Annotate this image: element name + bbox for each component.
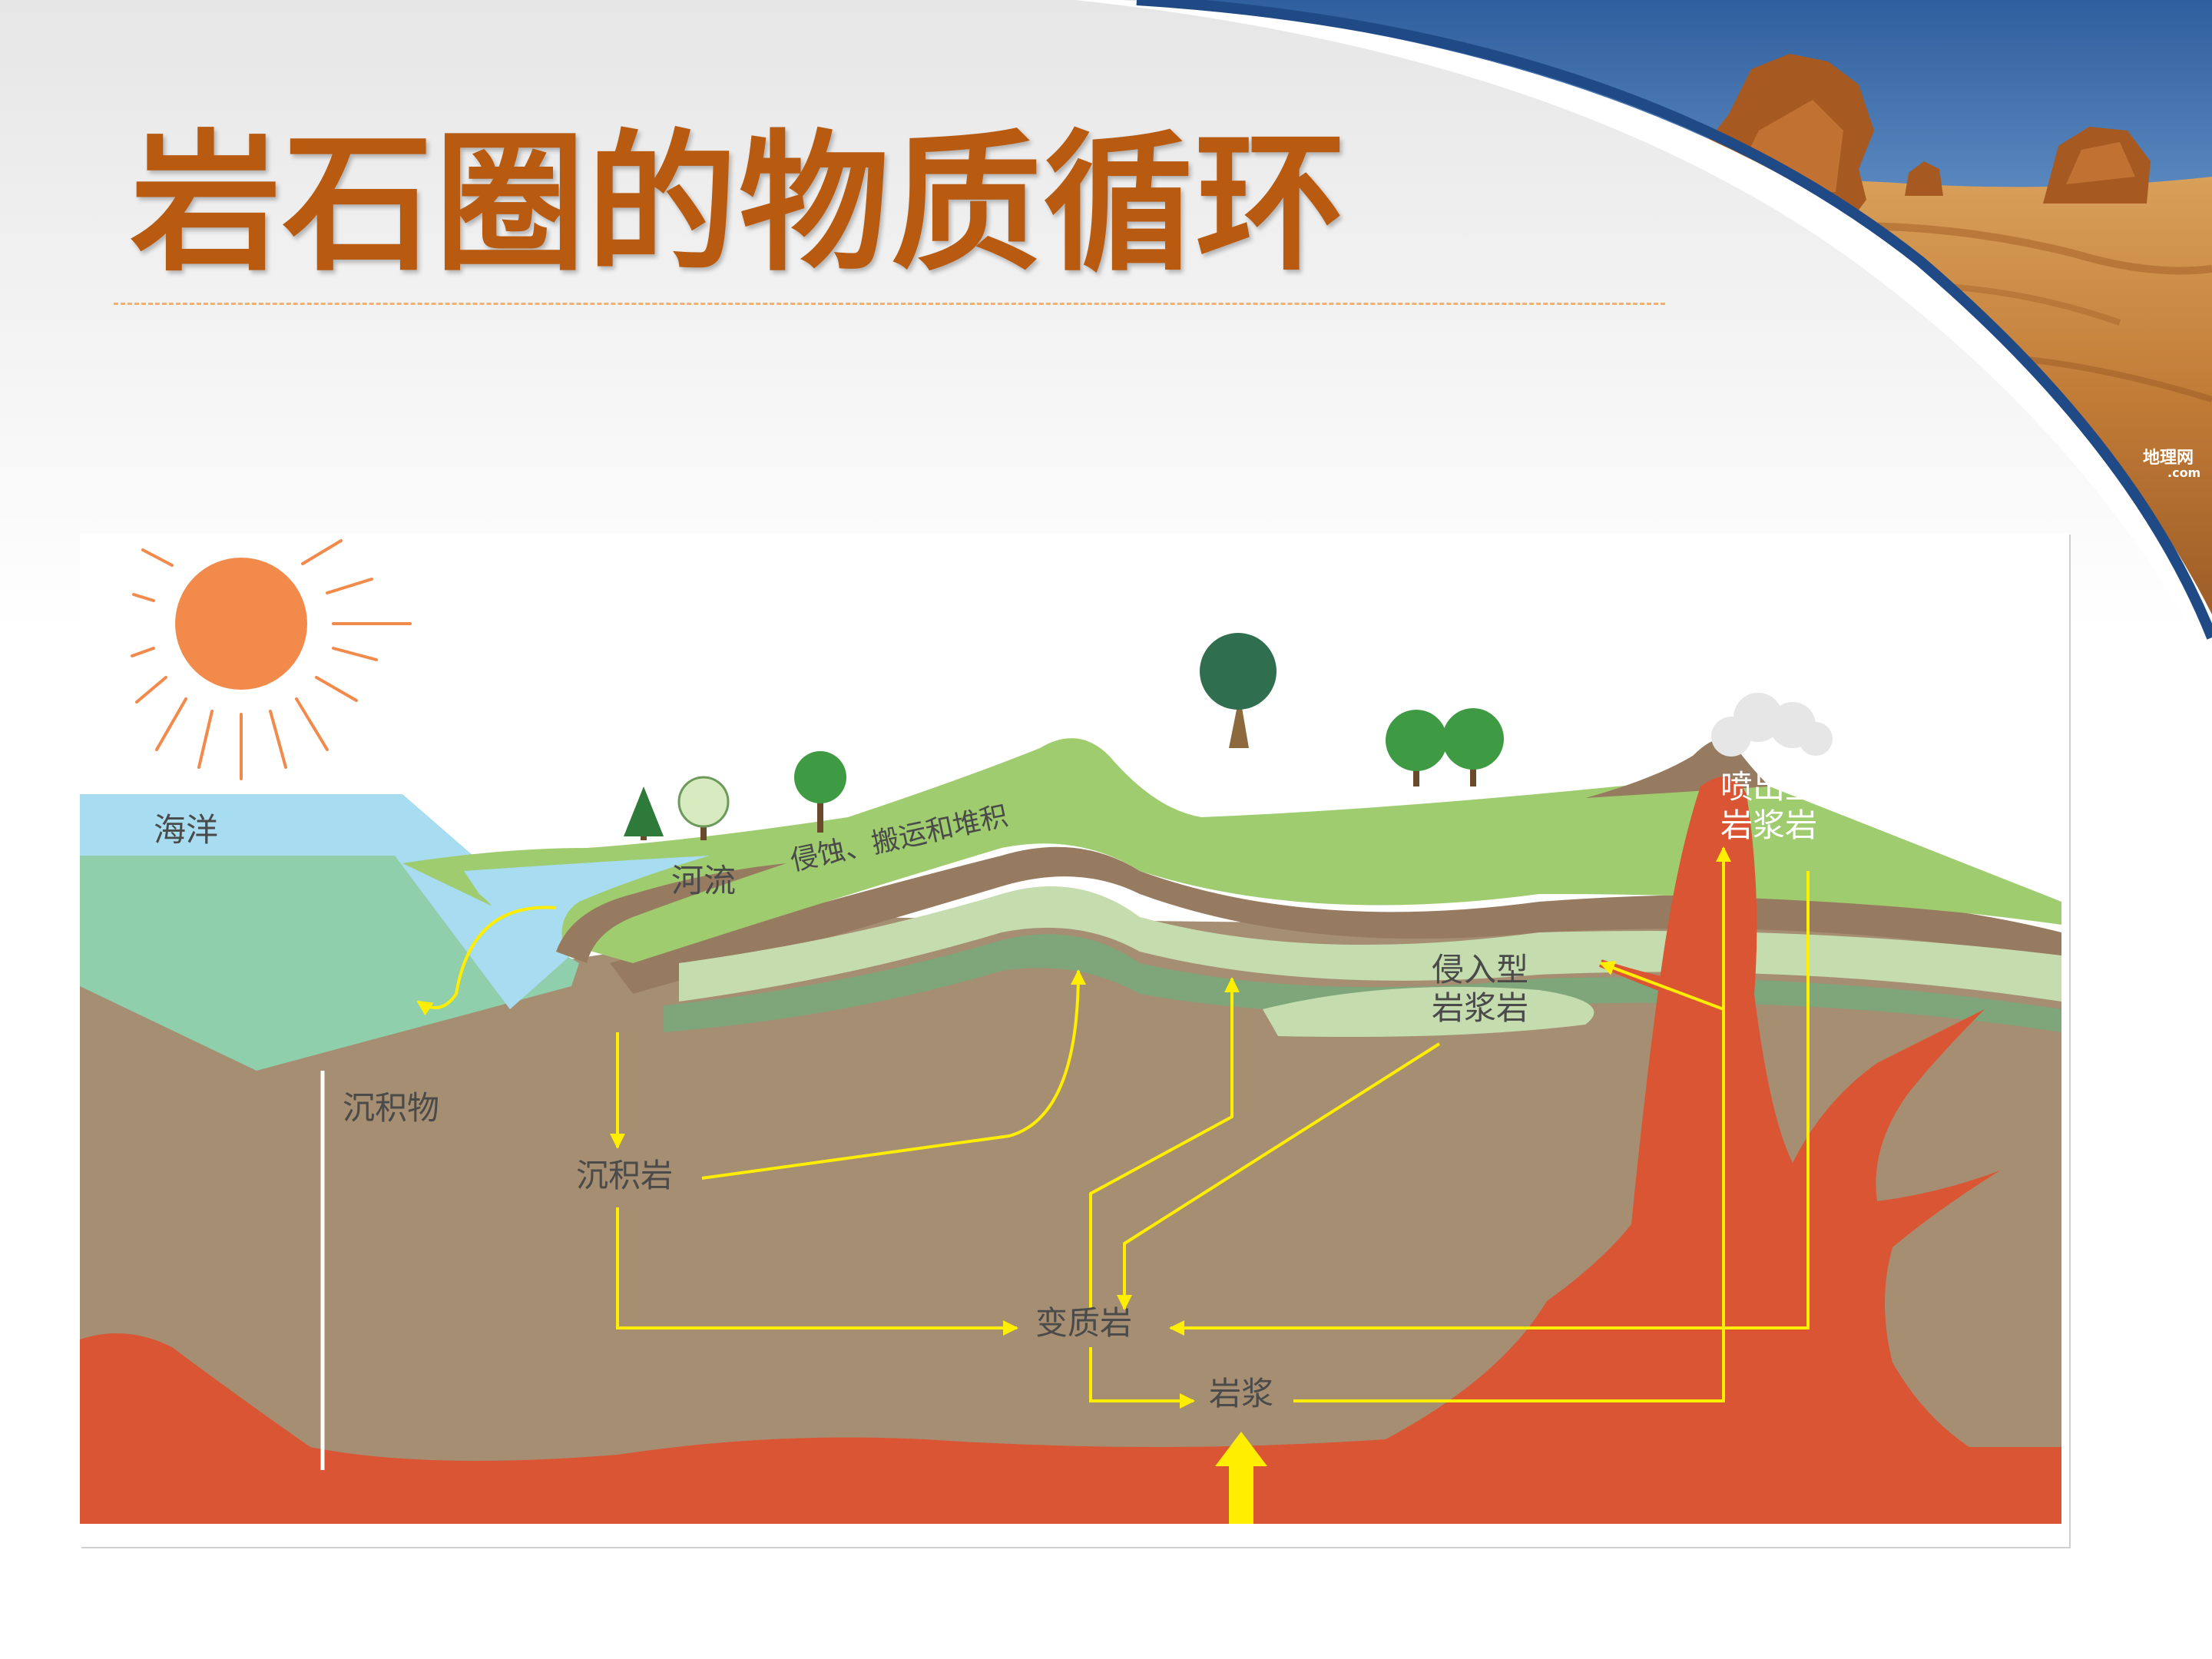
rock-cycle-diagram: 海洋 河流 侵蚀、搬运和堆积 沉积物 沉积岩 变质岩 岩浆 侵入型 岩浆岩 喷出…	[80, 533, 2069, 1547]
smoke-icon	[1711, 693, 1833, 757]
label-river: 河流	[671, 863, 736, 899]
label-intrusive-rock-2: 岩浆岩	[1432, 991, 1528, 1026]
tree-icon	[679, 777, 728, 840]
sun-icon	[132, 541, 410, 779]
tree-icon	[1200, 633, 1277, 748]
pine-tree-icon	[624, 786, 664, 840]
label-ocean: 海洋	[154, 813, 218, 848]
tree-icon	[1386, 708, 1504, 786]
corner-brand-sub: .com	[2167, 465, 2200, 480]
page-title: 岩石圈的物质循环	[131, 129, 1347, 280]
title-divider	[114, 303, 1665, 305]
label-intrusive-rock-1: 侵入型	[1432, 952, 1528, 988]
label-metamorphic-rock: 变质岩	[1035, 1306, 1132, 1341]
label-sediment: 沉积物	[343, 1091, 439, 1126]
diagram-graphic	[80, 533, 2069, 1547]
label-sedimentary-rock: 沉积岩	[576, 1158, 673, 1194]
label-extrusive-rock-1: 喷出型	[1720, 770, 1817, 805]
label-extrusive-rock-2: 岩浆岩	[1720, 808, 1817, 843]
label-magma: 岩浆	[1209, 1376, 1273, 1412]
